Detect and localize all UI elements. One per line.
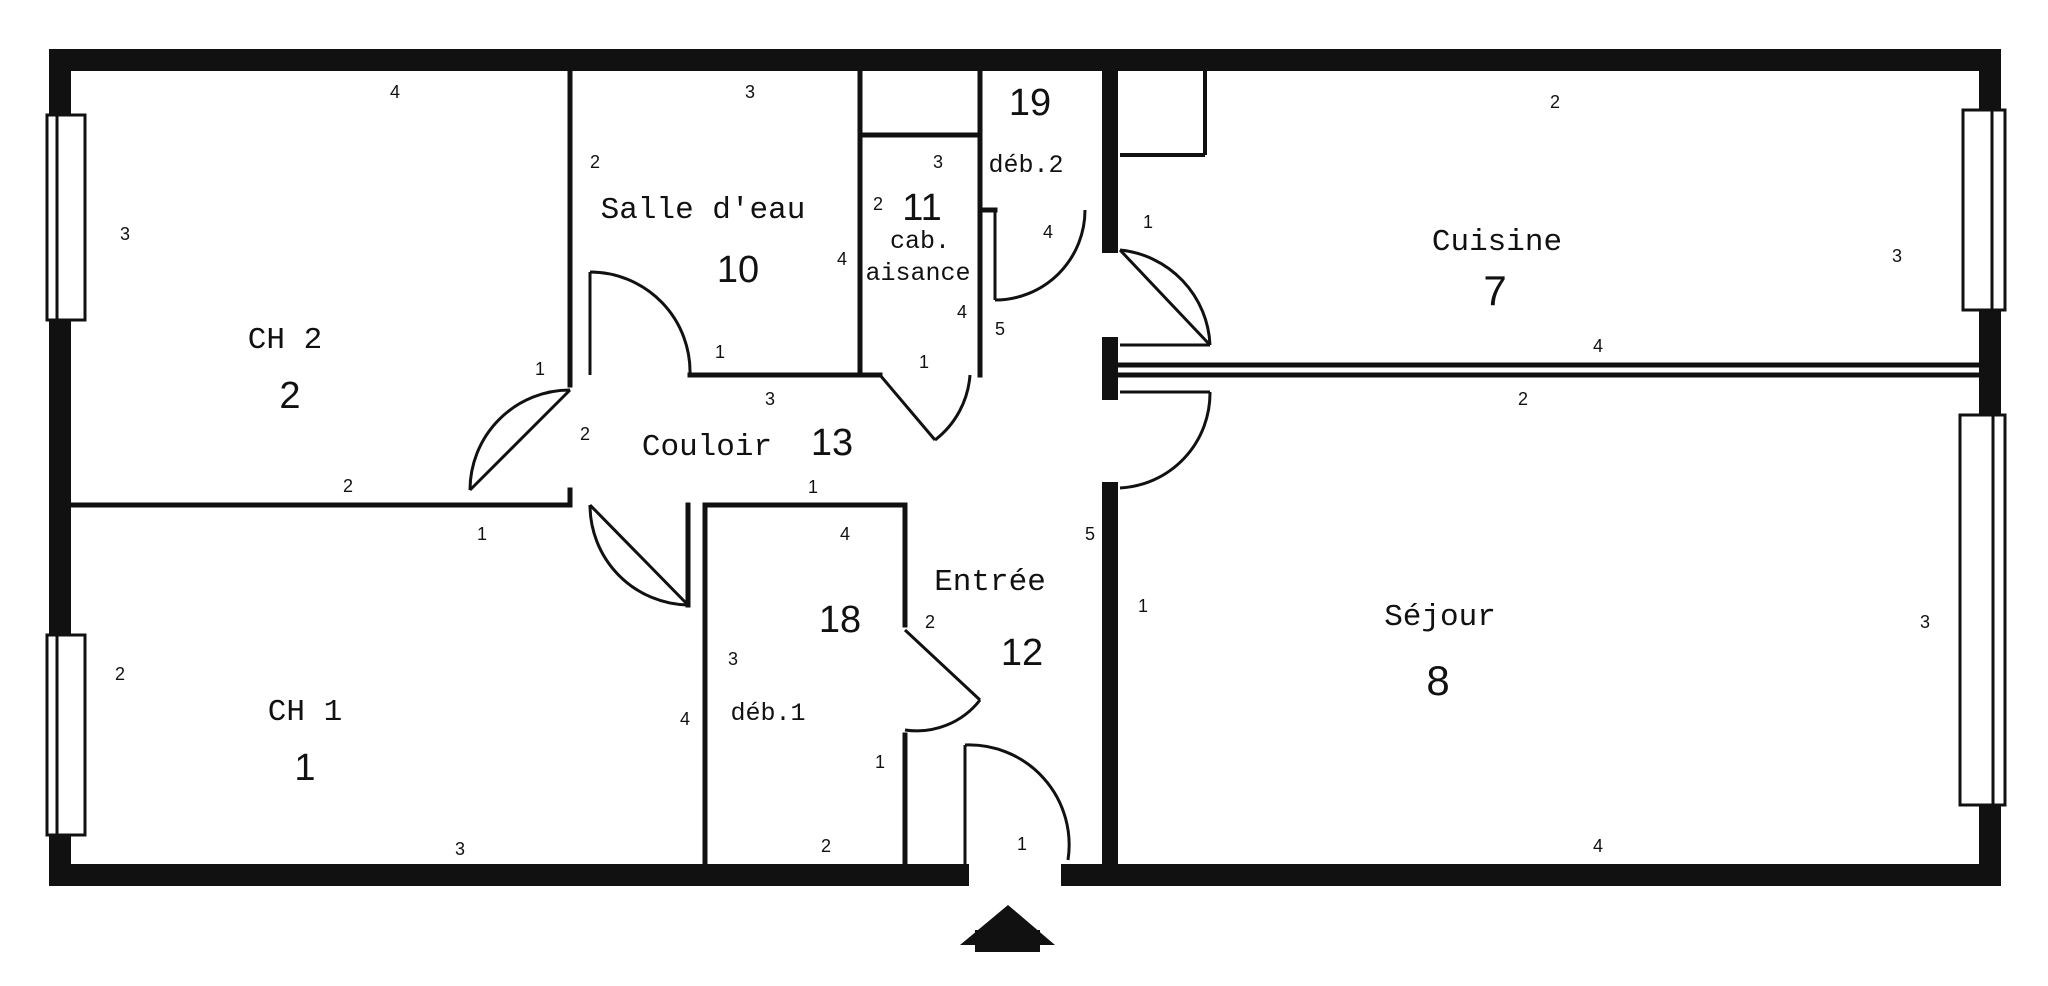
room-cab-number: 11: [902, 187, 941, 229]
wall-label: 1: [1143, 212, 1153, 232]
room-ch2-name: CH 2: [248, 323, 322, 358]
wall-label: 4: [390, 82, 400, 102]
room-sejour-number: 8: [1426, 657, 1449, 704]
wall-label: 4: [837, 249, 847, 269]
doors: [468, 209, 1212, 865]
room-couloir-number: 13: [811, 422, 853, 464]
wall-label: 1: [535, 359, 545, 379]
exterior-walls: [49, 49, 2001, 886]
interior-walls: [67, 67, 1983, 868]
wall-label: 5: [995, 319, 1005, 339]
wall-label: 3: [933, 152, 943, 172]
room-deb1-name: déb.1: [730, 699, 805, 728]
wall-label: 5: [1085, 524, 1095, 544]
wall-label: 4: [957, 302, 967, 322]
wall-label: 1: [919, 352, 929, 372]
windows: [45, 108, 2007, 837]
wall-labels: 4 3 1 2 1 2 4 3 3 2 4 1 3 2 4 1 4 5 2 3 …: [115, 82, 1930, 859]
wall-label: 3: [1892, 246, 1902, 266]
wall-label: 3: [745, 82, 755, 102]
window-sejour: [1958, 413, 2007, 807]
wall-label: 1: [808, 477, 818, 497]
wall-label: 4: [680, 709, 690, 729]
room-ch1-name: CH 1: [268, 695, 342, 730]
wall-label: 3: [765, 389, 775, 409]
wall-label: 1: [477, 524, 487, 544]
wall-label: 2: [873, 194, 883, 214]
wall-label: 2: [115, 664, 125, 684]
wall-label: 4: [1043, 222, 1053, 242]
room-couloir-name: Couloir: [642, 430, 772, 465]
wall-label: 2: [821, 836, 831, 856]
wall-label: 1: [875, 752, 885, 772]
room-salle-deau-name: Salle d'eau: [601, 193, 806, 228]
wall-label: 2: [1518, 389, 1528, 409]
wall-label: 2: [580, 424, 590, 444]
room-cuisine-number: 7: [1483, 267, 1506, 314]
room-entree-number: 12: [1001, 632, 1043, 674]
wall-label: 1: [715, 342, 725, 362]
wall-label: 2: [925, 612, 935, 632]
window-ch2: [45, 113, 87, 322]
room-labels: CH 2 2 CH 1 1 Salle d'eau 10 11 cab. ais…: [248, 82, 1562, 789]
wall-label: 2: [343, 476, 353, 496]
window-ch1: [45, 633, 87, 837]
wall-label: 4: [1593, 336, 1603, 356]
room-deb2-name: déb.2: [988, 151, 1063, 180]
room-entree-name: Entrée: [934, 565, 1046, 600]
entrance-arrow-icon: [960, 905, 1055, 952]
wall-label: 4: [840, 524, 850, 544]
wall-label: 1: [1017, 834, 1027, 854]
room-cuisine-name: Cuisine: [1432, 225, 1562, 260]
wall-label: 4: [1593, 836, 1603, 856]
room-sejour-name: Séjour: [1384, 600, 1496, 635]
room-salle-deau-number: 10: [717, 249, 759, 291]
room-ch2-number: 2: [279, 375, 300, 417]
wall-label: 3: [728, 649, 738, 669]
room-cab-name-line1: cab.: [890, 227, 950, 256]
window-cuisine: [1961, 108, 2007, 312]
room-cab-name-line2: aisance: [865, 259, 970, 288]
room-deb1-number: 18: [819, 599, 861, 641]
wall-label: 3: [120, 224, 130, 244]
room-deb2-number: 19: [1009, 82, 1051, 124]
wall-label: 3: [1920, 612, 1930, 632]
wall-label: 1: [1138, 596, 1148, 616]
wall-label: 2: [590, 152, 600, 172]
wall-label: 2: [1550, 92, 1560, 112]
room-ch1-number: 1: [294, 747, 315, 789]
wall-label: 3: [455, 839, 465, 859]
